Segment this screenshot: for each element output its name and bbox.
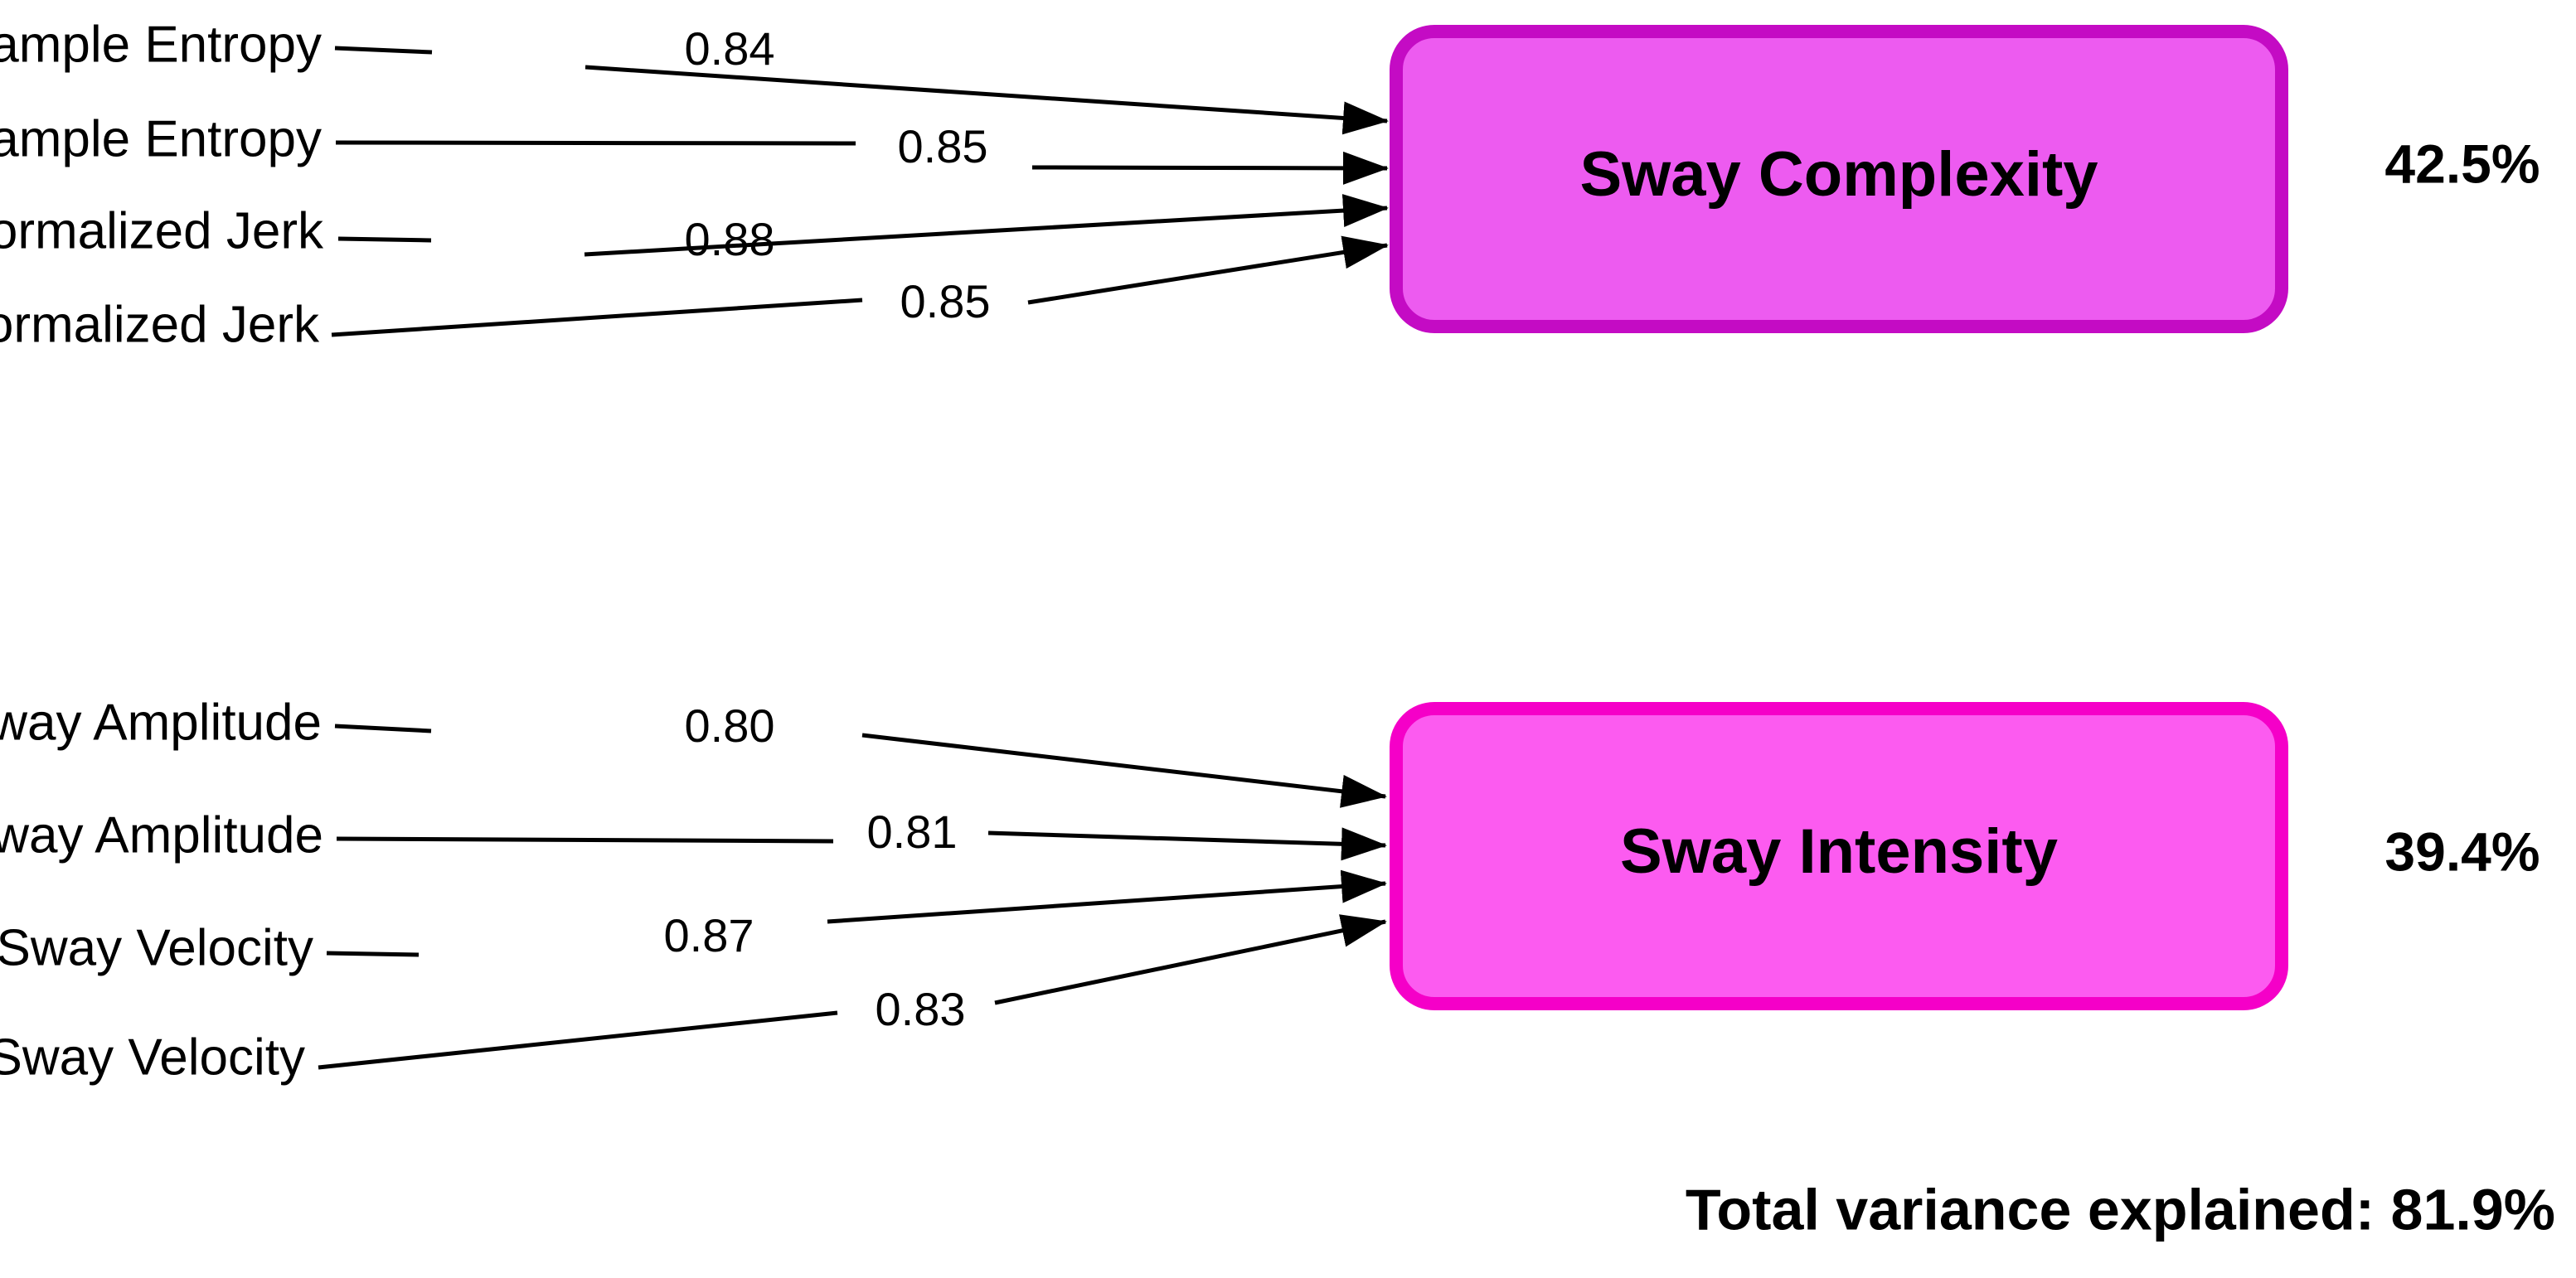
loading-value-ap-normalized-jerk: 0.88 [685,213,775,265]
edge-ml-sway-amplitude [336,827,1387,861]
edge-ml-normalized-jerk [331,235,1389,337]
factor-box-sway-complexity[interactable] [1390,25,2288,333]
indicator-label-ml-normalized-jerk: ML Normalized Jerk [0,296,320,353]
indicator-label-ml-sample-entropy: ML Sample Entropy [0,110,322,167]
edge-ml-sample-entropy [335,140,1389,185]
edge-ap-normalized-jerk [337,194,1389,257]
factor-box-sway-intensity[interactable] [1390,702,2288,1010]
edge-ml-sway-velocity [318,914,1387,1070]
indicator-label-ap-sway-amplitude: AP Sway Amplitude [0,694,322,751]
edge-ap-sample-entropy [334,46,1389,135]
loading-value-ml-sway-amplitude: 0.81 [867,806,958,858]
total-variance-explained: Total variance explained: 81.9% [1686,1177,2555,1242]
loading-value-ml-sway-velocity: 0.83 [876,983,966,1035]
loading-value-ap-sway-amplitude: 0.80 [685,700,775,752]
factor-title-sway-complexity: Sway Complexity [1579,139,2098,210]
loading-value-ml-normalized-jerk: 0.85 [900,275,991,327]
indicator-label-ml-sway-amplitude: ML Sway Amplitude [0,806,323,864]
variance-explained-sway-intensity: 39.4% [2384,821,2540,882]
edge-ap-sway-amplitude [334,724,1387,808]
factor-title-sway-intensity: Sway Intensity [1620,816,2058,887]
indicator-label-ml-sway-velocity: ML Sway Velocity [0,1029,305,1086]
loading-value-ap-sample-entropy: 0.84 [685,22,775,75]
loading-value-ml-sample-entropy: 0.85 [898,120,988,172]
indicator-label-ap-normalized-jerk: AP Normalized Jerk [0,202,324,259]
loading-value-ap-sway-velocity: 0.87 [664,909,754,961]
indicator-label-ap-sway-velocity: AP Sway Velocity [0,919,313,976]
variance-explained-sway-complexity: 42.5% [2384,133,2540,194]
edge-ap-sway-velocity [326,869,1387,957]
indicator-label-ap-sample-entropy: AP Sample Entropy [0,16,322,73]
